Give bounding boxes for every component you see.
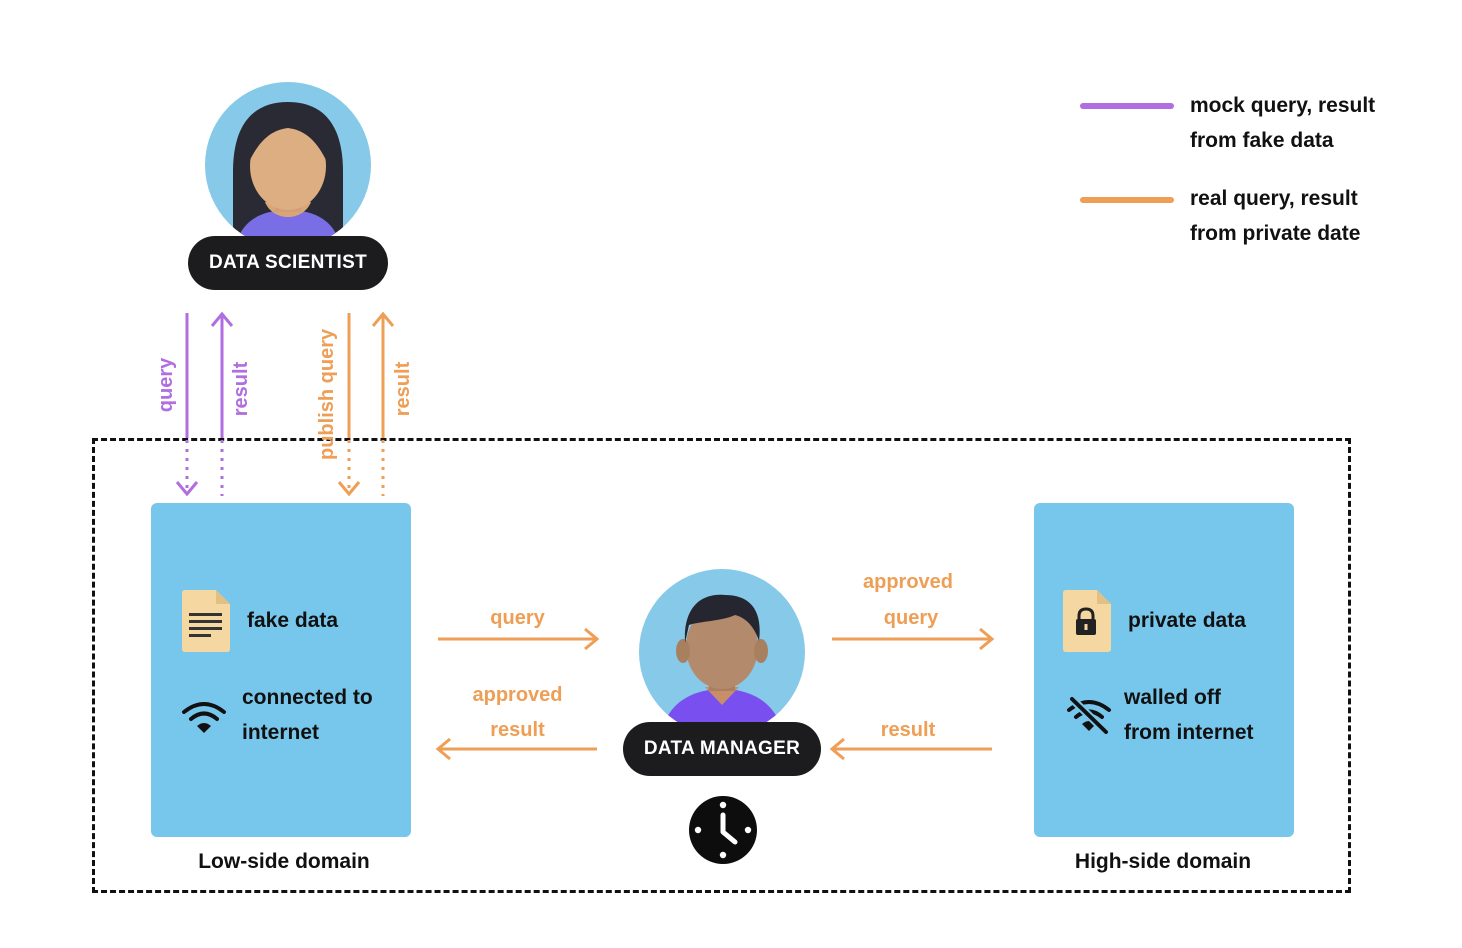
high-side-box xyxy=(1034,503,1294,837)
locked-file-icon xyxy=(1063,590,1111,652)
edge-label-right-result: result xyxy=(880,719,936,741)
wifi-icon xyxy=(182,702,226,733)
edge-label-publish-query: publish query xyxy=(316,328,338,460)
document-icon xyxy=(182,590,230,652)
legend-mock-text-2: from fake data xyxy=(1190,129,1334,152)
legend-mock-text-1: mock query, result xyxy=(1190,94,1376,117)
clock-icon xyxy=(689,796,757,864)
walled-label-1: walled off xyxy=(1124,686,1221,709)
system-boundary xyxy=(92,438,1351,893)
scientist-label: DATA SCIENTIST xyxy=(209,252,367,273)
edge-label-result-mock: result xyxy=(230,361,252,417)
edge-label-right-approved-1: approved xyxy=(862,571,954,593)
walled-label-2: from internet xyxy=(1124,721,1254,744)
scientist-avatar-icon xyxy=(205,82,371,248)
scientist-pill: DATA SCIENTIST xyxy=(188,236,388,290)
low-side-box xyxy=(151,503,411,837)
edge-label-left-approved-1: approved xyxy=(472,684,563,706)
edge-label-right-approved-2: query xyxy=(883,607,939,629)
manager-label: DATA MANAGER xyxy=(643,738,801,759)
low-side-domain-label: Low-side domain xyxy=(198,850,370,873)
wifi-off-icon xyxy=(1067,696,1111,734)
edge-label-left-query: query xyxy=(490,607,545,629)
connected-label-2: internet xyxy=(242,721,320,744)
legend-mock-line xyxy=(1080,103,1174,109)
private-data-label: private data xyxy=(1128,609,1246,632)
legend-real-text-1: real query, result xyxy=(1190,187,1358,210)
edge-label-result-real: result xyxy=(392,361,414,417)
manager-pill: DATA MANAGER xyxy=(623,722,821,776)
legend-real-line xyxy=(1080,197,1174,203)
connected-label-1: connected to xyxy=(242,686,373,709)
legend-real-text-2: from private date xyxy=(1190,222,1361,245)
manager-avatar-icon xyxy=(639,569,805,735)
fake-data-label: fake data xyxy=(247,609,339,632)
high-side-domain-label: High-side domain xyxy=(1074,850,1252,873)
edge-label-query: query xyxy=(155,357,177,413)
edge-label-left-approved-2: result xyxy=(490,719,545,741)
